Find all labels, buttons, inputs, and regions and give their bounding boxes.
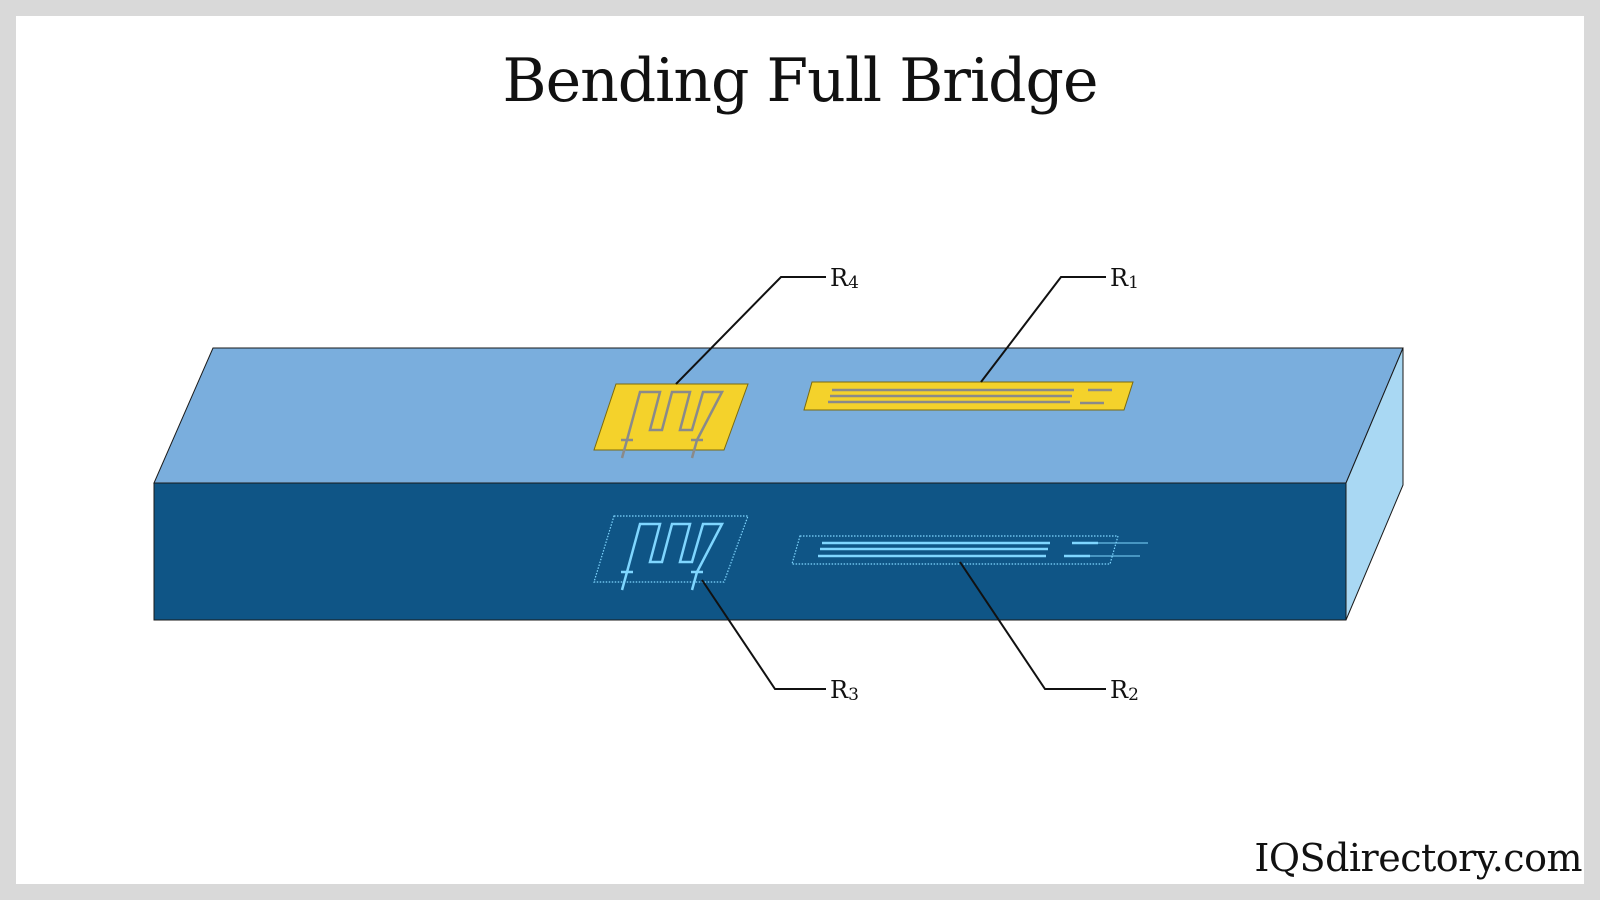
gauge-r4 bbox=[593, 383, 749, 459]
beam-front-face bbox=[153, 482, 1347, 621]
diagram-title: Bending Full Bridge bbox=[502, 46, 1099, 116]
gauge-r3-lead-left bbox=[620, 571, 629, 591]
leader-r3 bbox=[701, 579, 826, 690]
label-r3: R3 bbox=[830, 676, 859, 705]
gauge-r4-lead-right bbox=[690, 439, 699, 459]
gauge-r3-grid bbox=[625, 522, 725, 573]
gauge-r4-lead-left bbox=[620, 439, 629, 459]
gauge-r4-backing bbox=[593, 383, 749, 451]
beam bbox=[153, 347, 1404, 621]
gauge-r4-grid bbox=[625, 390, 725, 441]
leader-lines bbox=[675, 276, 1106, 690]
leader-r2 bbox=[959, 561, 1106, 690]
beam-side-face bbox=[1345, 347, 1404, 621]
label-r1: R1 bbox=[1110, 264, 1139, 293]
leader-r1 bbox=[980, 276, 1106, 383]
gauge-r3-lead-right bbox=[690, 571, 699, 591]
beam-top-face bbox=[153, 347, 1404, 484]
leader-r4 bbox=[675, 276, 826, 385]
gauge-r2-hidden bbox=[791, 535, 1148, 565]
gauge-r3-backing bbox=[593, 515, 749, 583]
watermark: IQSdirectory.com bbox=[1254, 836, 1582, 880]
label-r4: R4 bbox=[830, 264, 859, 293]
gauge-r3-hidden bbox=[593, 515, 749, 591]
label-r2: R2 bbox=[1110, 676, 1139, 705]
gauge-r1 bbox=[803, 381, 1134, 411]
